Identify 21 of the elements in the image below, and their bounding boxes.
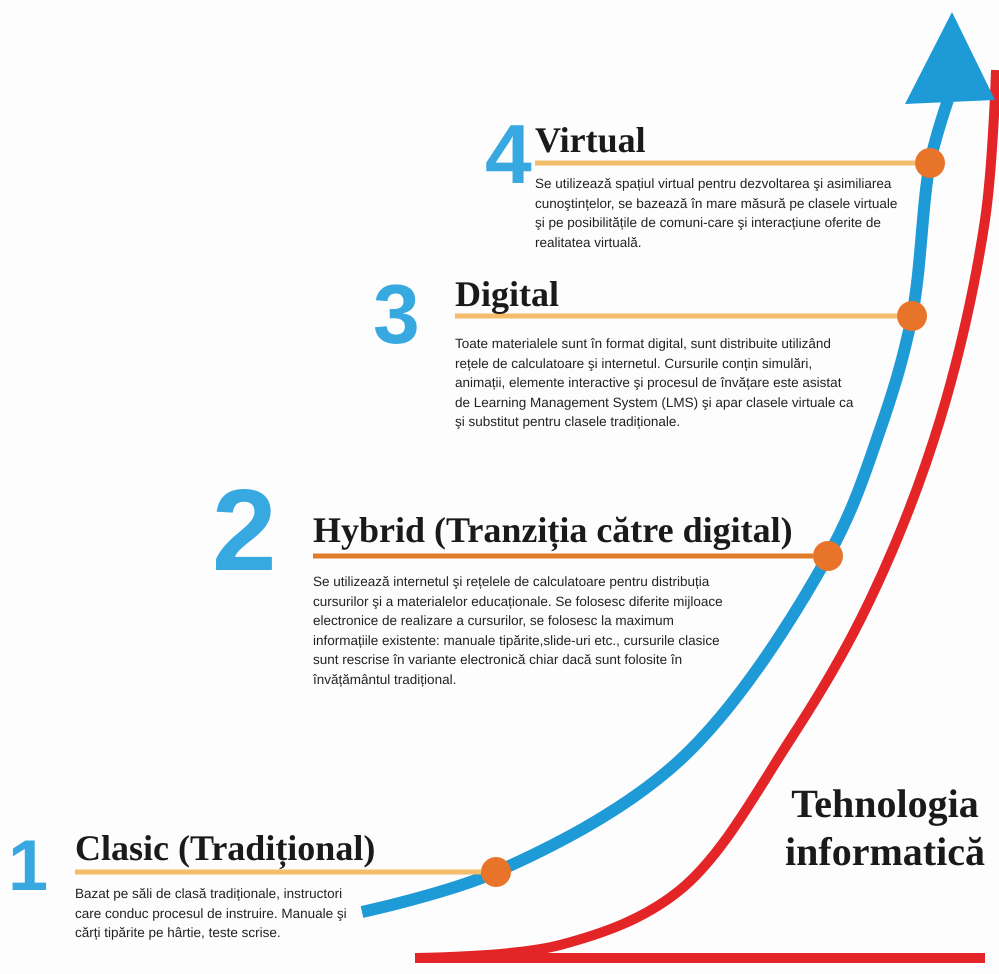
node-dot [897,301,927,331]
step-number: 1 [8,830,48,902]
leader-line [455,314,897,318]
stage-title: Clasic (Tradițional) [75,830,376,872]
node-dot [813,541,843,571]
stage-description: Se utilizează spațiul virtual pentru dezvoltarea şi asimiliarea cunoştințelor, se bazează în mare măsură pe clasele virtuale şi pe posibilitățile de comuni-care şi interacțiune oferite de realitatea virtuală. [535,175,898,252]
node-dot [481,857,511,887]
stage-title: Hybrid (Tranziția către digital) [313,512,793,554]
leader-line [75,870,481,874]
stage-description: Toate materialele sunt în format digital, sunt distribuite utilizând rețele de calculatoare şi internetul. Cursurile conțin simulări, animații, elemente interactive şi procesul de învățare este asistat de Learning Management System (LMS) şi apar clasele virtuale ca şi substitut pentru clasele tradiționale. [455,335,854,432]
axis-label: Tehnologia informatică [785,780,985,876]
leader-line [535,160,915,166]
stage-title: Virtual [535,122,647,162]
stage-description: Se utilizează internetul şi rețelele de calculatoare pentru distribuția cursurilor şi a materialelor educaționale. Se folosesc diferite mijloace electronice de realizare a cursurilor, se folosesc la maximum informațiile existente: manuale tipărite,slide-uri etc., cursurile clasice sunt rescrise în variante electronică chiar dacă sunt folosite în învățământul tradițional. [313,573,724,689]
stage-title: Digital [455,276,560,316]
step-number: 2 [212,472,277,588]
step-number: 4 [485,112,532,196]
leader-line [313,554,813,558]
stage-description: Bazat pe săli de clasă tradiționale, instructori care conduc procesul de instruire. Manuale şi cărți tipărite pe hârtie, teste scrise. [75,885,348,942]
node-dot [915,148,945,178]
step-number: 3 [373,272,420,356]
